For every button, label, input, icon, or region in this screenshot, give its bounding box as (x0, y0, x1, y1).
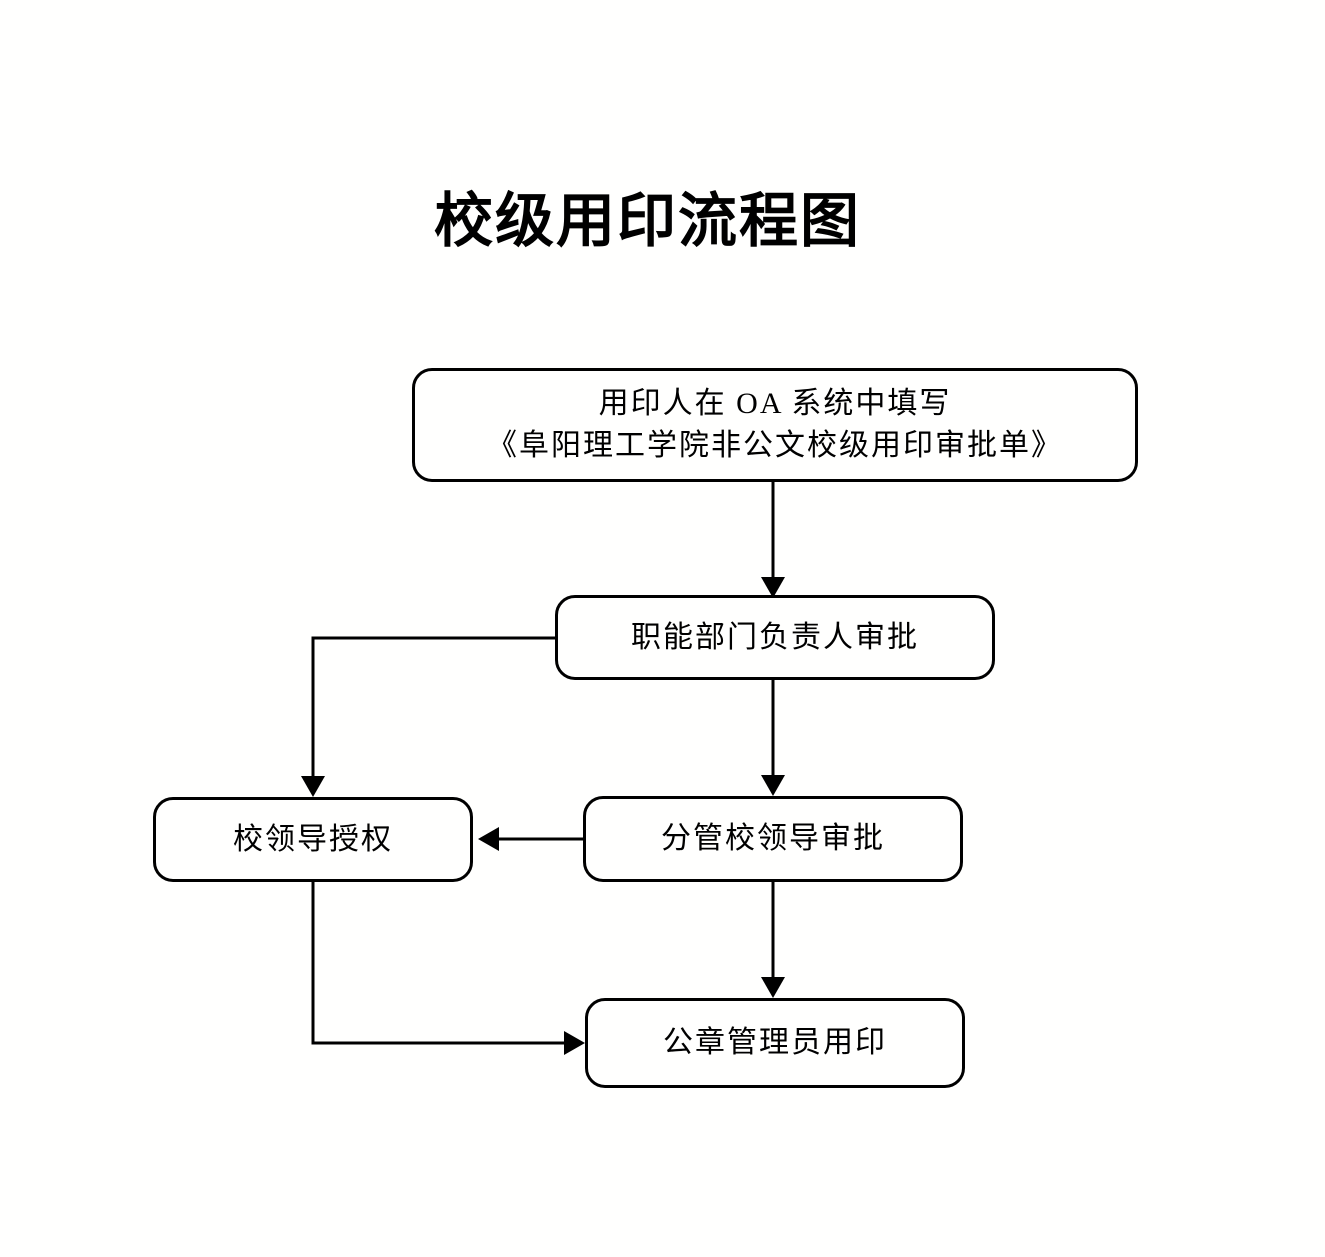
node-seal-admin-stamp: 公章管理员用印 (585, 998, 965, 1088)
node-leader-authorization: 校领导授权 (153, 797, 473, 882)
node-vice-leader-approval: 分管校领导审批 (583, 796, 963, 882)
node-seal-admin-label: 公章管理员用印 (663, 1026, 887, 1059)
node-fill-form: 用印人在 OA 系统中填写 《阜阳理工学院非公文校级用印审批单》 (412, 368, 1138, 482)
arrow-fillform-to-depthead (761, 482, 785, 598)
node-vice-leader-label: 分管校领导审批 (661, 822, 885, 855)
arrow-viceleader-to-sealadmin (761, 882, 785, 998)
node-fill-form-line1: 用印人在 OA 系统中填写 (598, 387, 952, 420)
arrow-depthead-to-viceleader (761, 680, 785, 796)
node-fill-form-line2: 《阜阳理工学院非公文校级用印审批单》 (487, 429, 1063, 462)
arrow-viceleader-to-leaderauth (478, 827, 583, 851)
node-leader-auth-label: 校领导授权 (233, 822, 393, 856)
arrow-depthead-to-leaderauth (301, 636, 555, 797)
node-dept-head-approval: 职能部门负责人审批 (555, 595, 995, 680)
node-dept-head-label: 职能部门负责人审批 (631, 620, 919, 654)
page-title: 校级用印流程图 (433, 188, 861, 254)
arrow-leaderauth-to-sealadmin (311, 882, 585, 1055)
